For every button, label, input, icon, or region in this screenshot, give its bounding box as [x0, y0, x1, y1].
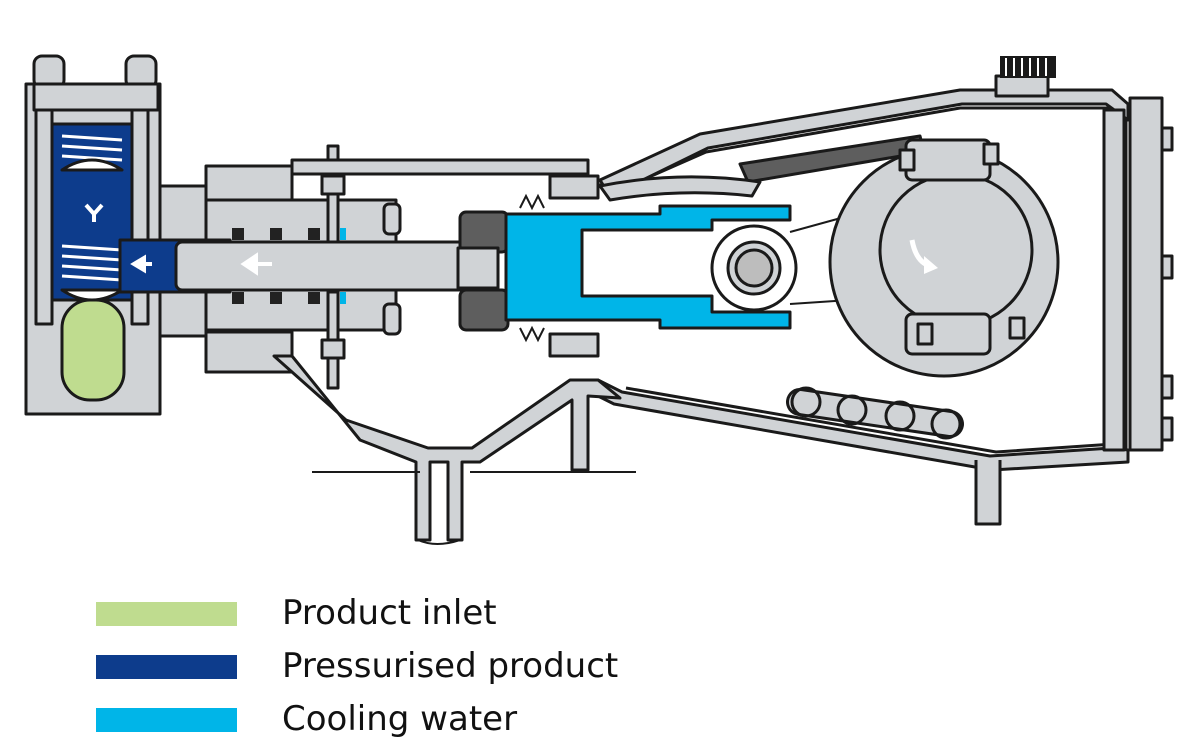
cooling-water-swatch: [96, 708, 237, 732]
crank-disc-inner: [878, 172, 1034, 328]
frame-bottom: [596, 378, 1130, 472]
legend-label: Product inlet: [282, 593, 497, 633]
product-inlet-port: [60, 298, 126, 402]
check-valve-icon: [84, 203, 104, 222]
flow-arrow-icon: [130, 252, 272, 276]
cooling-coil: [786, 386, 964, 440]
cover-bolts: [1160, 126, 1174, 442]
coupling-upper: [458, 210, 510, 254]
pump-cross-section-diagram: [24, 54, 1174, 545]
frame-top: [598, 88, 1130, 198]
legend-item-product-inlet: Product inlet: [96, 590, 796, 643]
stuffing-box: [118, 144, 494, 390]
packing-rings: [232, 228, 346, 304]
legend-label: Cooling water: [282, 699, 518, 739]
end-cover: [1128, 96, 1164, 452]
legend-item-cooling-water: Cooling water: [96, 696, 796, 749]
breather-cap-icon: [994, 56, 1056, 98]
legend: Product inlet Pressurised product Coolin…: [96, 590, 796, 749]
crosshead: [290, 158, 798, 358]
base-legs: [272, 354, 1002, 545]
valve-block: [24, 54, 162, 416]
lower-valve-spring: [61, 244, 123, 282]
pressurised-product-swatch: [96, 655, 237, 679]
plunger: [174, 240, 494, 292]
upper-valve-spring: [61, 134, 123, 162]
legend-label: Pressurised product: [282, 646, 619, 686]
crankshaft-assembly: [828, 138, 1060, 378]
cooling-water-crosshead: [504, 204, 792, 330]
coupling-lower: [458, 288, 510, 332]
legend-item-pressurised-product: Pressurised product: [96, 643, 796, 696]
product-inlet-swatch: [96, 602, 237, 626]
